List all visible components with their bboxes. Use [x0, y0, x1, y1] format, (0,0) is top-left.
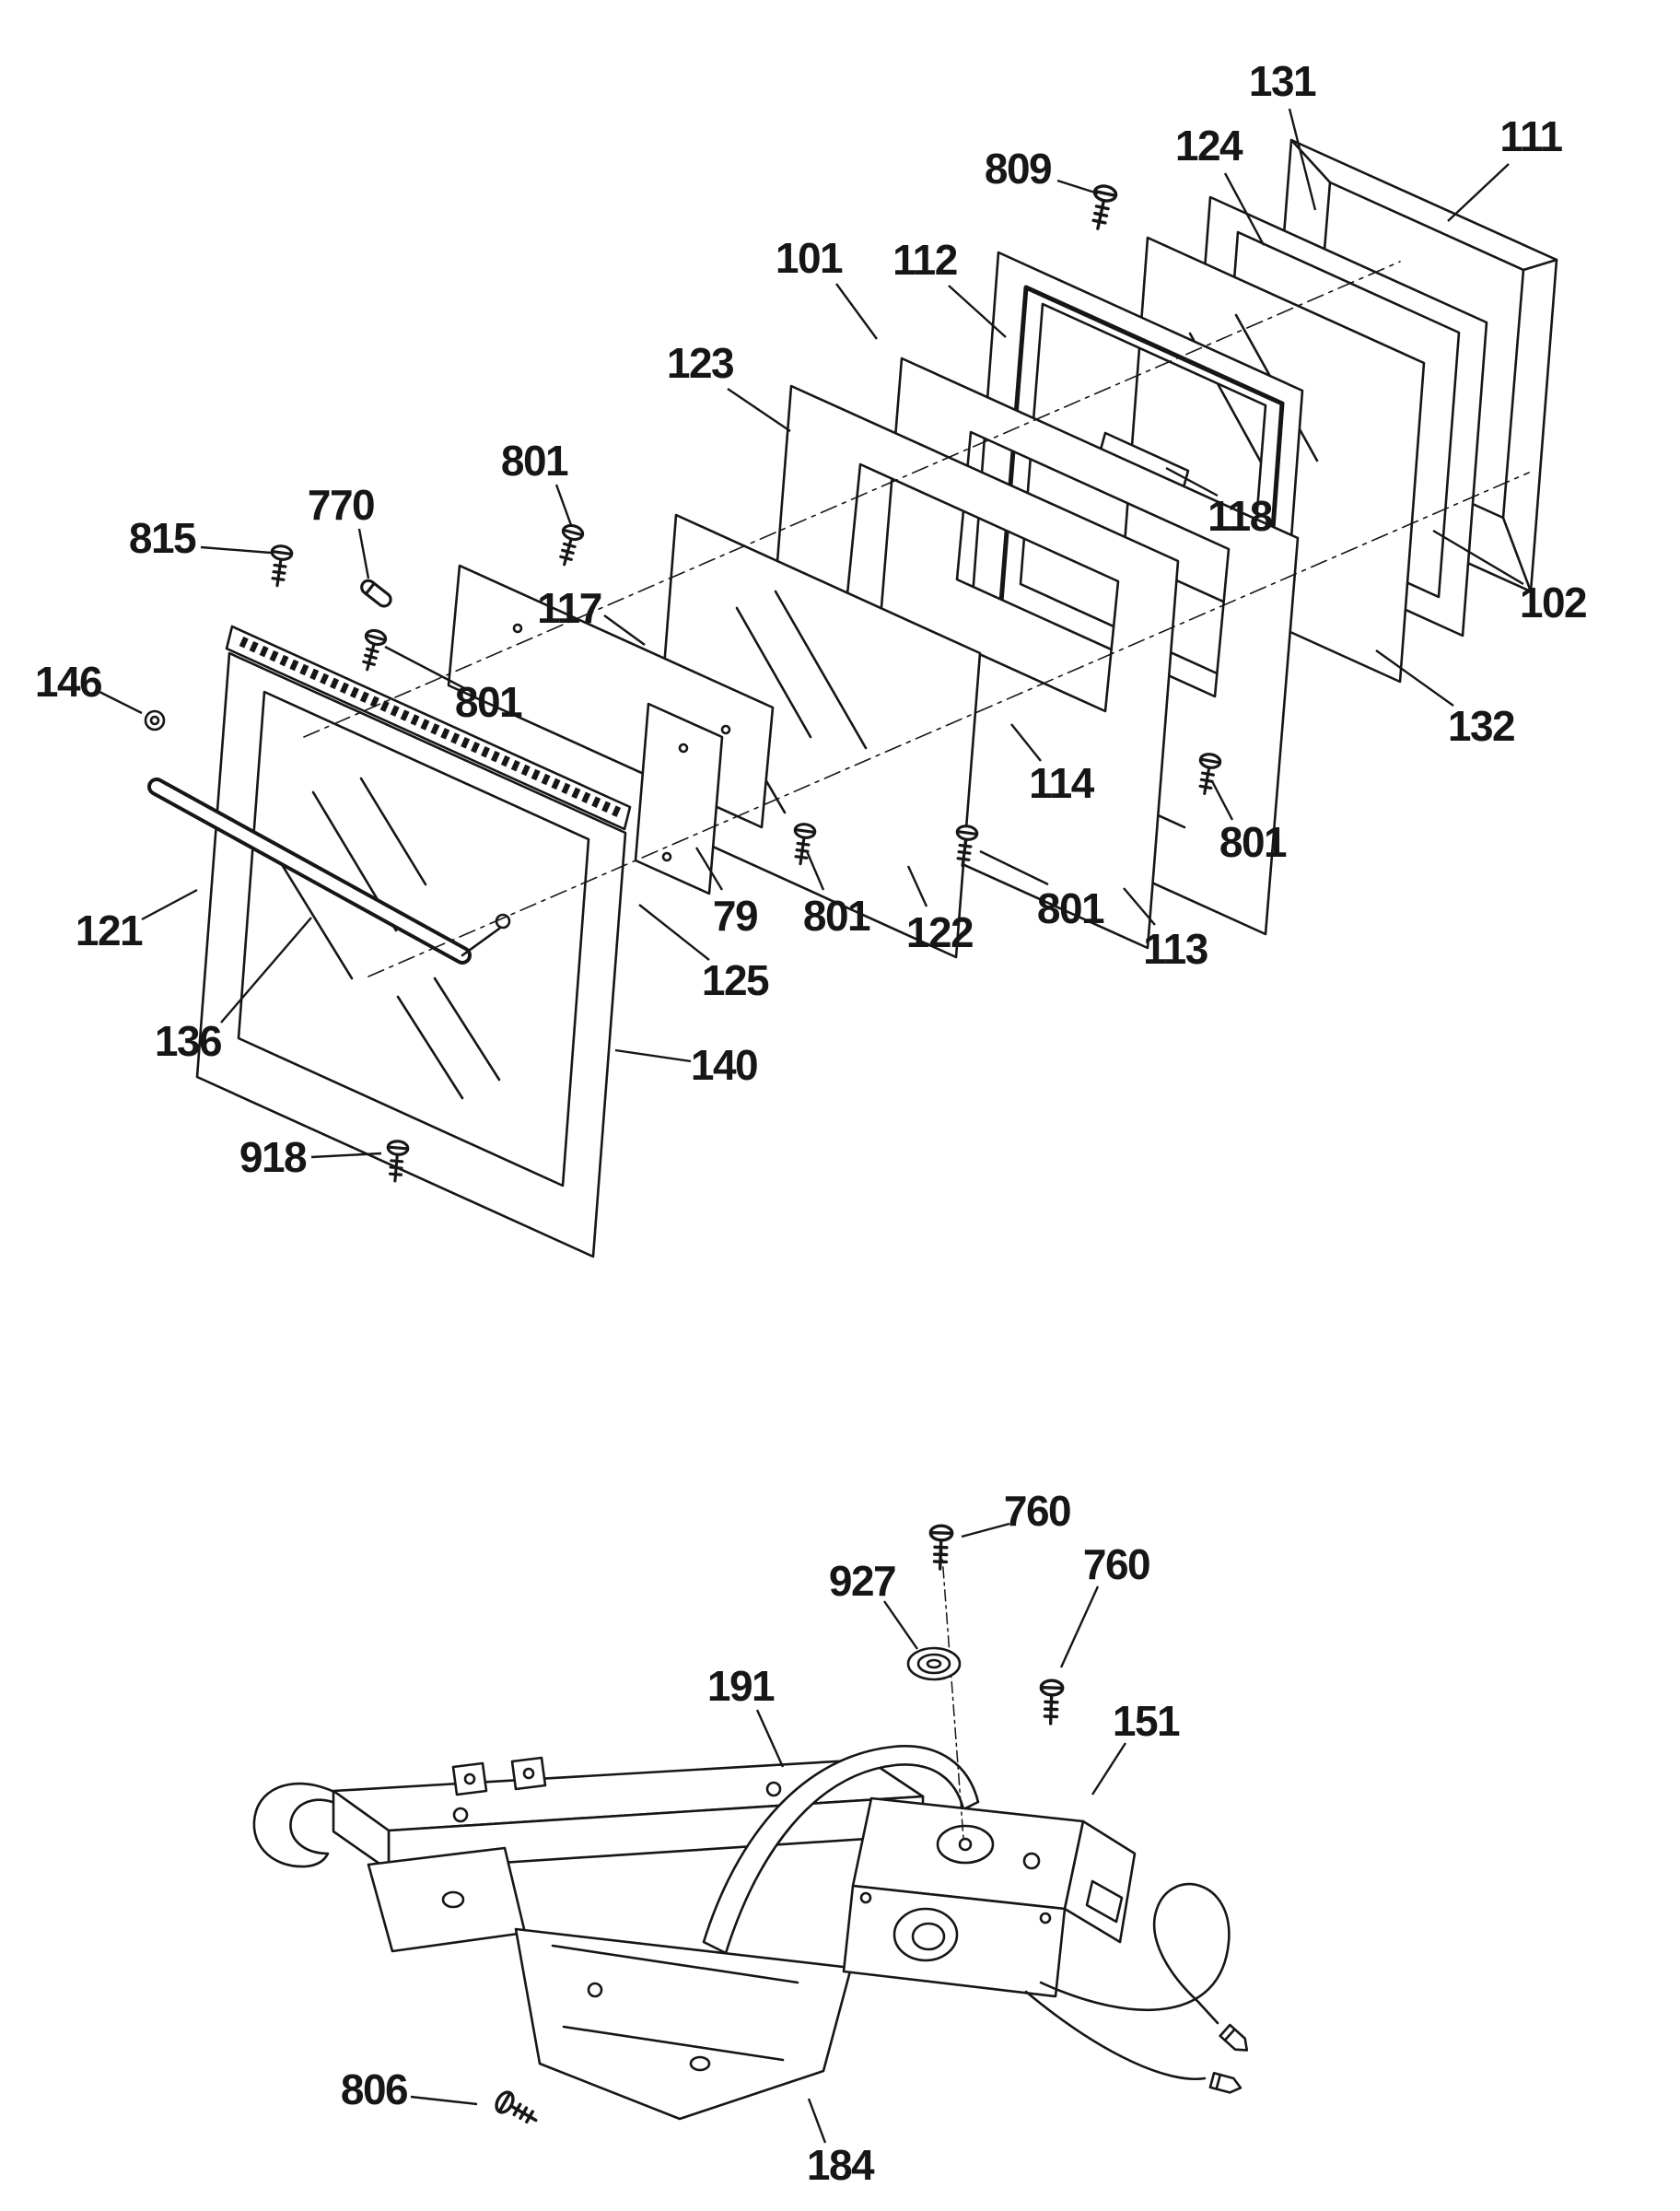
part-callout-760-30: 760: [1082, 1540, 1151, 1588]
part-callout-118-13: 118: [1208, 492, 1273, 540]
leader-line-122-21: [906, 865, 928, 907]
part-callout-801-20: 801: [802, 892, 871, 940]
leader-line-101-4: [835, 283, 878, 340]
part-callout-125-24: 125: [701, 956, 770, 1004]
leader-line-191-31: [755, 1709, 785, 1768]
leader-line-113-23: [1123, 887, 1156, 926]
part-callout-760-28: 760: [1003, 1487, 1072, 1535]
leader-line-111-3: [1447, 163, 1510, 222]
leader-line-801-20: [805, 850, 825, 891]
leader-line-124-2: [1223, 172, 1266, 246]
leader-line-131-1: [1288, 108, 1317, 211]
leader-line-770-8: [357, 528, 370, 579]
wire-harness: [1039, 1883, 1231, 2025]
part-callout-801-12: 801: [454, 678, 523, 726]
latch-lever: [702, 1745, 980, 1955]
part-callout-121-16: 121: [75, 907, 144, 954]
part-callout-124-2: 124: [1174, 122, 1243, 170]
part-callout-806-33: 806: [340, 2065, 409, 2113]
part-callout-122-21: 122: [905, 908, 974, 956]
leader-line-801-7: [554, 484, 573, 526]
part-callout-918-27: 918: [239, 1133, 308, 1181]
leader-line-801-12: [384, 645, 467, 691]
part-callout-801-7: 801: [500, 437, 569, 485]
leader-line-112-5: [948, 285, 1007, 338]
part-callout-136-25: 136: [154, 1017, 223, 1065]
part-callout-927-29: 927: [828, 1557, 897, 1605]
mounting-plate: [514, 1927, 853, 2121]
part-callout-132-15: 132: [1447, 702, 1516, 750]
leader-line-121-16: [141, 888, 198, 921]
part-callout-131-1: 131: [1248, 57, 1317, 105]
door-lock-assembly: [252, 1524, 1254, 2132]
leader-line-927-29: [883, 1600, 918, 1650]
leader-line-760-28: [961, 1522, 1010, 1538]
part-callout-101-4: 101: [775, 234, 844, 282]
part-callout-79-19: 79: [712, 892, 759, 940]
part-callout-801-18: 801: [1219, 818, 1288, 866]
leader-line-801-18: [1210, 780, 1234, 821]
lock-switch: [1085, 1879, 1124, 1924]
part-callout-191-31: 191: [706, 1662, 776, 1710]
leader-line-140-26: [614, 1048, 692, 1063]
part-callout-102-14: 102: [1519, 579, 1588, 626]
leader-line-118-13: [1165, 466, 1219, 497]
leader-line-815-9: [200, 545, 272, 555]
leader-line-809-0: [1056, 179, 1099, 195]
leader-line-806-33: [410, 2095, 478, 2106]
part-callout-815-9: 815: [128, 514, 197, 562]
part-callout-151-32: 151: [1112, 1697, 1181, 1745]
front-door-panel: [195, 651, 627, 1258]
part-callout-184-34: 184: [806, 2141, 875, 2189]
oven-door-assembly: [144, 138, 1558, 1258]
part-callout-112-5: 112: [892, 236, 958, 284]
part-callout-123-6: 123: [666, 339, 735, 387]
part-callout-140-26: 140: [690, 1041, 759, 1089]
leader-line-136-25: [220, 917, 312, 1024]
part-callout-809-0: 809: [984, 145, 1053, 193]
part-callout-113-23: 113: [1143, 925, 1208, 973]
leader-line-123-6: [727, 388, 791, 432]
leader-line-125-24: [638, 904, 710, 961]
part-callout-146-11: 146: [34, 658, 103, 706]
grommet: [906, 1646, 962, 1681]
leader-line-117-10: [603, 614, 646, 646]
latch-hook: [252, 1782, 344, 1868]
leader-line-114-17: [1010, 723, 1042, 762]
part-callout-770-8: 770: [307, 481, 376, 529]
leader-line-79-19: [694, 847, 724, 891]
leader-line-102-14: [1432, 529, 1524, 586]
leader-line-801-22: [979, 849, 1049, 886]
part-callout-117-10: 117: [537, 584, 602, 632]
leader-line-760-30: [1059, 1585, 1100, 1668]
leader-line-184-34: [807, 2098, 827, 2144]
part-callout-111-3: 111: [1499, 112, 1563, 160]
part-callout-114-17: 114: [1029, 759, 1094, 807]
leader-line-132-15: [1375, 649, 1454, 707]
leader-line-918-27: [310, 1152, 382, 1159]
leader-line-151-32: [1091, 1742, 1127, 1796]
leader-line-146-11: [97, 689, 143, 715]
bracket-strip: [634, 702, 724, 895]
part-callout-801-22: 801: [1036, 884, 1105, 932]
